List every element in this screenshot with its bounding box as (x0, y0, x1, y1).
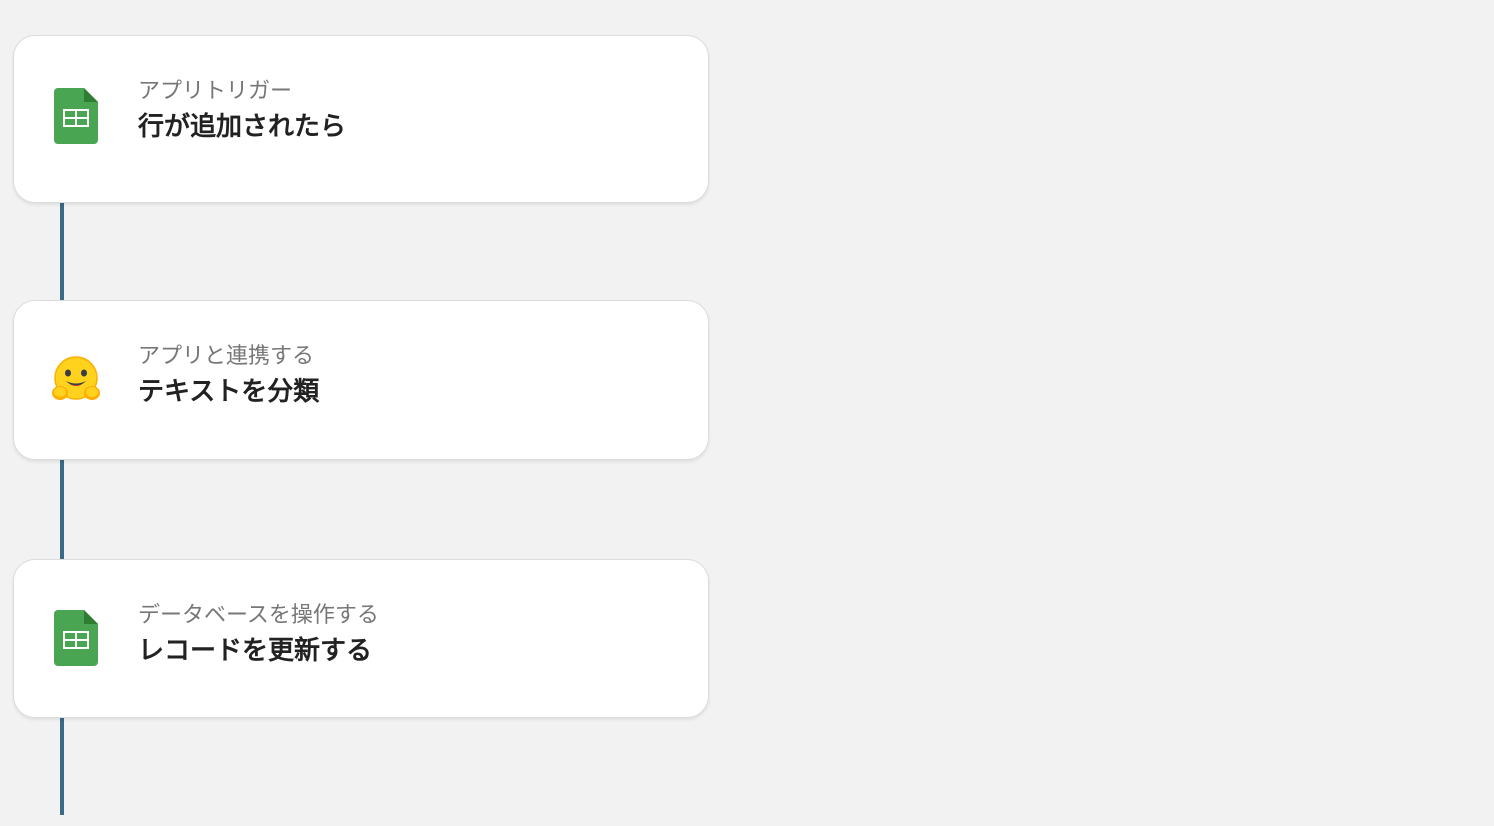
flow-connector (60, 202, 64, 300)
step-type-label: アプリと連携する (138, 344, 315, 369)
flow-step-card-trigger[interactable]: アプリトリガー 行が追加されたら (13, 35, 709, 203)
google-sheets-icon (54, 610, 98, 666)
flow-connector (60, 460, 64, 559)
flow-step-card-database[interactable]: データベースを操作する レコードを更新する (13, 559, 709, 718)
step-type-label: データベースを操作する (138, 603, 379, 628)
flow-step-card-app[interactable]: アプリと連携する テキストを分類 (13, 300, 709, 460)
google-sheets-icon (54, 88, 98, 144)
step-title: レコードを更新する (138, 636, 373, 666)
flow-connector (60, 718, 64, 815)
step-type-label: アプリトリガー (138, 79, 293, 104)
step-title: 行が追加されたら (138, 112, 347, 142)
step-title: テキストを分類 (138, 377, 320, 407)
hugging-face-icon (50, 353, 102, 405)
